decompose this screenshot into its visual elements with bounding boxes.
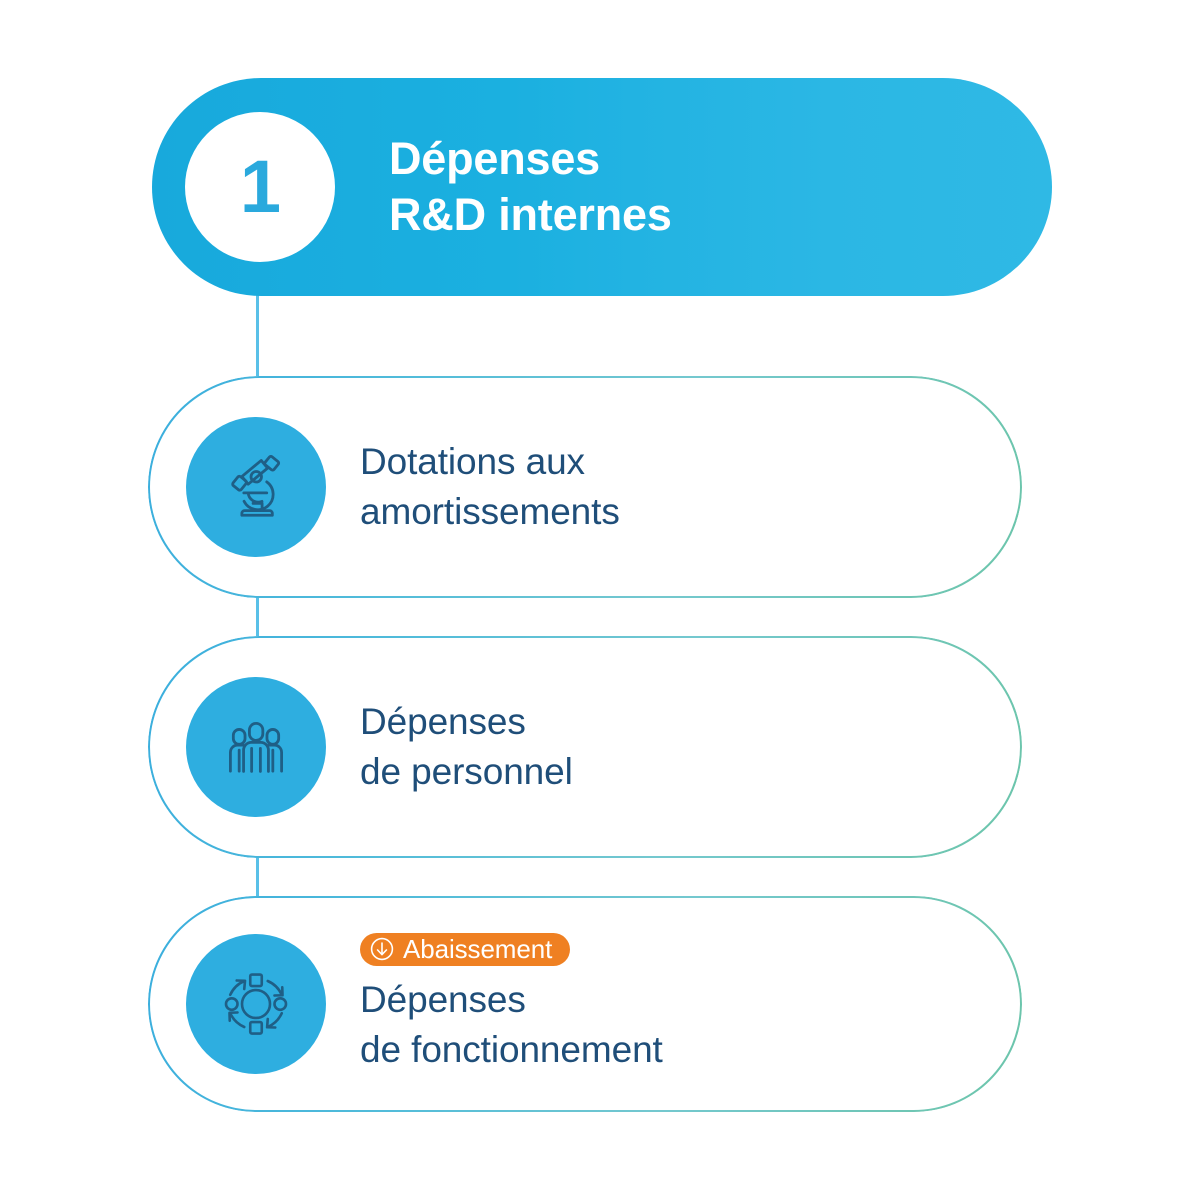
list-item-label: Dépenses de personnel [360, 700, 573, 792]
status-badge-label: Abaissement [403, 933, 553, 964]
step-number-badge: 1 [185, 112, 335, 262]
list-item[interactable]: Dépenses de personnel [148, 636, 1022, 858]
list-item[interactable]: Abaissement Dépenses de fonctionnement [148, 896, 1022, 1112]
list-item[interactable]: Dotations aux amortissements [148, 376, 1022, 598]
people-group-icon [186, 677, 326, 817]
list-item-label: Dépenses de fonctionnement [360, 978, 663, 1070]
list-item-label: Dotations aux amortissements [360, 440, 620, 532]
arrow-down-circle-icon [369, 936, 395, 962]
step-header-banner: 1 Dépenses R&D internes [152, 78, 1052, 296]
connector-line-card-2-to-card-3 [256, 835, 259, 915]
list-item-body: Dépenses de personnel [360, 697, 573, 798]
list-item-body: Dotations aux amortissements [360, 437, 620, 538]
status-badge: Abaissement [360, 932, 571, 966]
microscope-icon [186, 417, 326, 557]
list-item-body: Abaissement Dépenses de fonctionnement [360, 932, 663, 1076]
cycle-process-icon [186, 934, 326, 1074]
connector-line-header-to-card-1 [256, 282, 259, 388]
connector-line-card-1-to-card-2 [256, 575, 259, 655]
step-number-label: 1 [239, 145, 281, 228]
page-title: Dépenses R&D internes [389, 133, 672, 240]
